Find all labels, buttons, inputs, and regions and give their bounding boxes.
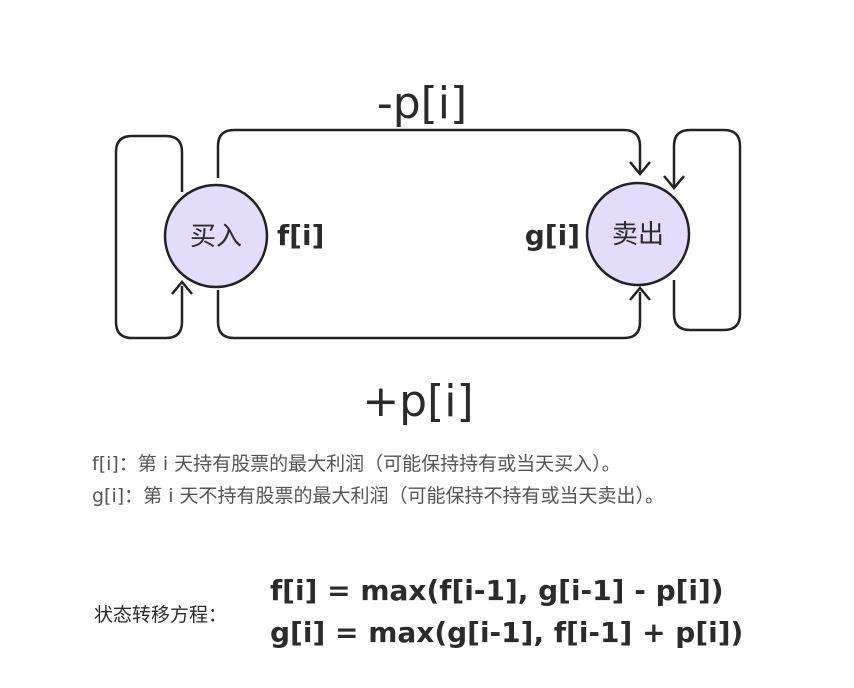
arrowhead-icon xyxy=(629,286,651,301)
state-diagram: 买入 卖出 f[i] g[i] -p[i] +p[i] xyxy=(114,78,742,427)
transition-label: 状态转移方程： xyxy=(94,604,228,626)
equation-g: g[i] = max(g[i-1], f[i-1] + p[i]) xyxy=(270,616,744,649)
self-loop-sell xyxy=(672,128,742,332)
edge-buy-to-sell xyxy=(216,128,642,178)
edge-label-plus-price: +p[i] xyxy=(362,376,473,427)
arrowhead-icon xyxy=(629,161,651,176)
equation-f: f[i] = max(f[i-1], g[i-1] - p[i]) xyxy=(270,574,724,607)
arrowhead-icon xyxy=(171,280,193,295)
state-f-label: f[i] xyxy=(277,219,324,252)
node-sell-label: 卖出 xyxy=(612,220,664,250)
node-sell xyxy=(585,181,691,287)
edge-label-minus-price: -p[i] xyxy=(377,78,467,129)
node-buy-label: 买入 xyxy=(190,222,242,252)
definitions: f[i]：第 i 天持有股票的最大利润（可能保持持有或当天买入）。 g[i]：第… xyxy=(92,448,832,512)
self-loop-buy xyxy=(114,134,184,340)
definition-g: g[i]：第 i 天不持有股票的最大利润（可能保持不持有或当天卖出）。 xyxy=(92,485,665,507)
transition-equations: f[i] = max(f[i-1], g[i-1] - p[i]) g[i] =… xyxy=(270,570,743,654)
state-g-label: g[i] xyxy=(525,219,580,252)
edge-sell-to-buy xyxy=(216,290,642,340)
arrowhead-icon xyxy=(663,175,685,190)
node-buy xyxy=(163,183,269,289)
definition-f: f[i]：第 i 天持有股票的最大利润（可能保持持有或当天买入）。 xyxy=(92,453,621,475)
